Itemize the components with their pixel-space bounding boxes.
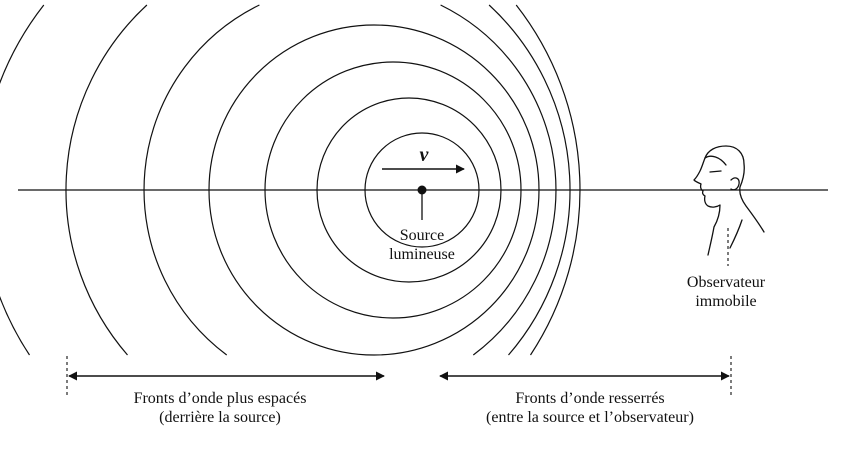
- observer-label-line1: Observateur: [687, 274, 766, 291]
- wavefront-7: [0, 4, 581, 356]
- right-caption-line2: (entre la source et l’observateur): [486, 409, 694, 426]
- wavefront-5: [143, 4, 557, 356]
- wavefront-2: [316, 97, 502, 283]
- source-label-line2: lumineuse: [389, 246, 455, 263]
- velocity-label: v: [420, 144, 430, 166]
- right-caption-line1: Fronts d’onde resserrés: [515, 390, 664, 407]
- wavefront-6: [65, 4, 571, 356]
- observer-label-line2: immobile: [695, 293, 756, 310]
- left-caption-line1: Fronts d’onde plus espacés: [134, 390, 307, 407]
- observer-head-icon: [693, 145, 765, 256]
- left-caption-line2: (derrière la source): [159, 409, 281, 426]
- wavefront-3: [264, 61, 522, 319]
- wavefronts: [0, 4, 581, 356]
- wavefront-4: [208, 24, 540, 356]
- source-label-line1: Source: [400, 227, 444, 244]
- wavefront-1: [364, 132, 480, 248]
